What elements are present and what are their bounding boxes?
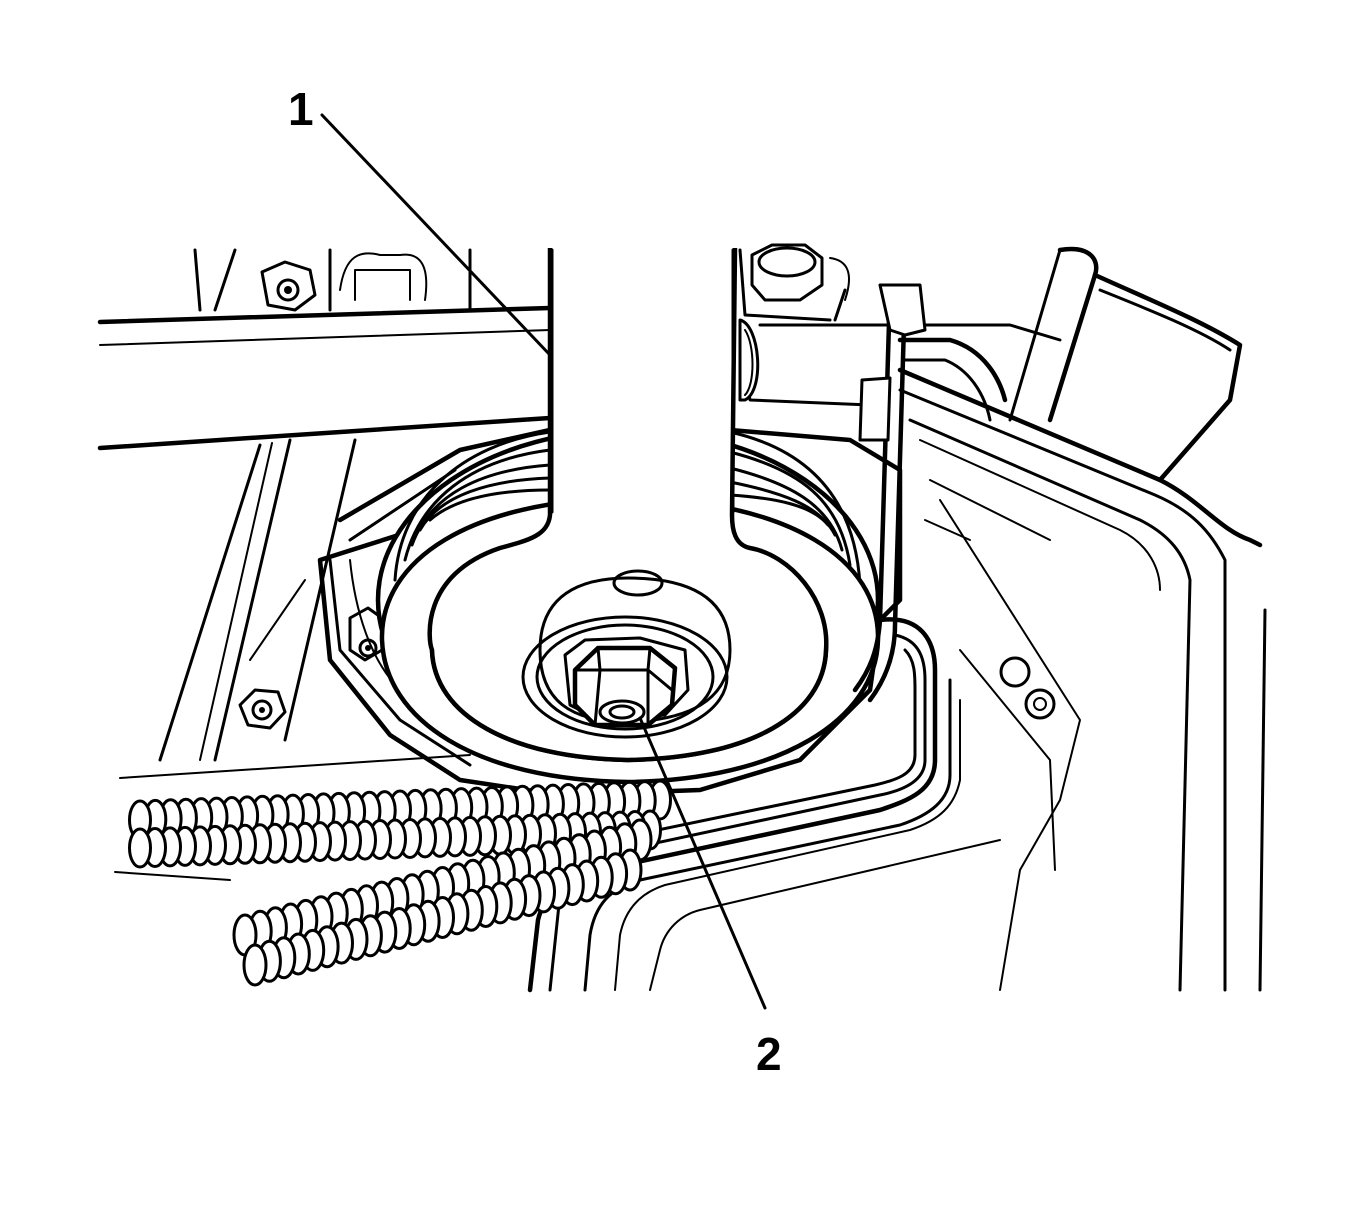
leader-line-1	[320, 113, 552, 357]
tube	[852, 283, 927, 703]
housing-right	[897, 246, 1267, 992]
harness-segment	[242, 943, 268, 987]
callout-label-1: 1	[288, 83, 314, 135]
callout-label-2: 2	[756, 1028, 782, 1080]
wiring-harness	[128, 779, 672, 987]
leader-line-2	[638, 716, 767, 1010]
leader-lines	[320, 113, 767, 1010]
harness-segment	[128, 827, 152, 869]
engine-upper-right	[738, 243, 1062, 407]
cross-member	[97, 305, 553, 451]
engine-block-left	[193, 248, 472, 312]
bracket-lower-left	[114, 438, 471, 881]
pulley-bolt	[563, 636, 690, 728]
